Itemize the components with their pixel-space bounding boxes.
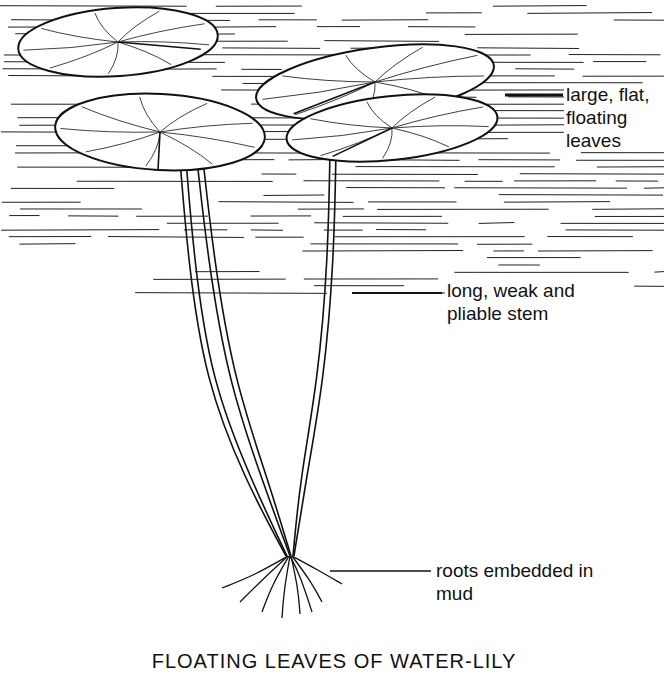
figure-caption: FLOATING LEAVES OF WATER-LILY: [0, 650, 668, 673]
part-label: long, weak and pliable stem: [445, 280, 599, 326]
floating-leaf: [53, 89, 267, 176]
root: [240, 556, 288, 602]
leader-line: [505, 94, 563, 97]
stem: [293, 150, 330, 556]
stems: [180, 150, 336, 556]
roots: [222, 556, 342, 618]
part-label: large, flat, floating leaves: [564, 84, 664, 152]
stem: [180, 160, 286, 556]
root: [290, 556, 312, 612]
leaves: [16, 1, 501, 175]
root: [222, 556, 288, 588]
floating-leaf: [16, 1, 220, 83]
leader-line: [352, 292, 442, 294]
stem: [203, 160, 291, 556]
part-label: roots embedded in mud: [434, 560, 598, 606]
floating-leaf: [283, 85, 501, 171]
leader-line: [330, 570, 431, 572]
root: [282, 556, 290, 618]
stem: [197, 160, 290, 556]
stem: [294, 150, 336, 556]
root: [292, 556, 342, 584]
stem: [186, 160, 287, 556]
